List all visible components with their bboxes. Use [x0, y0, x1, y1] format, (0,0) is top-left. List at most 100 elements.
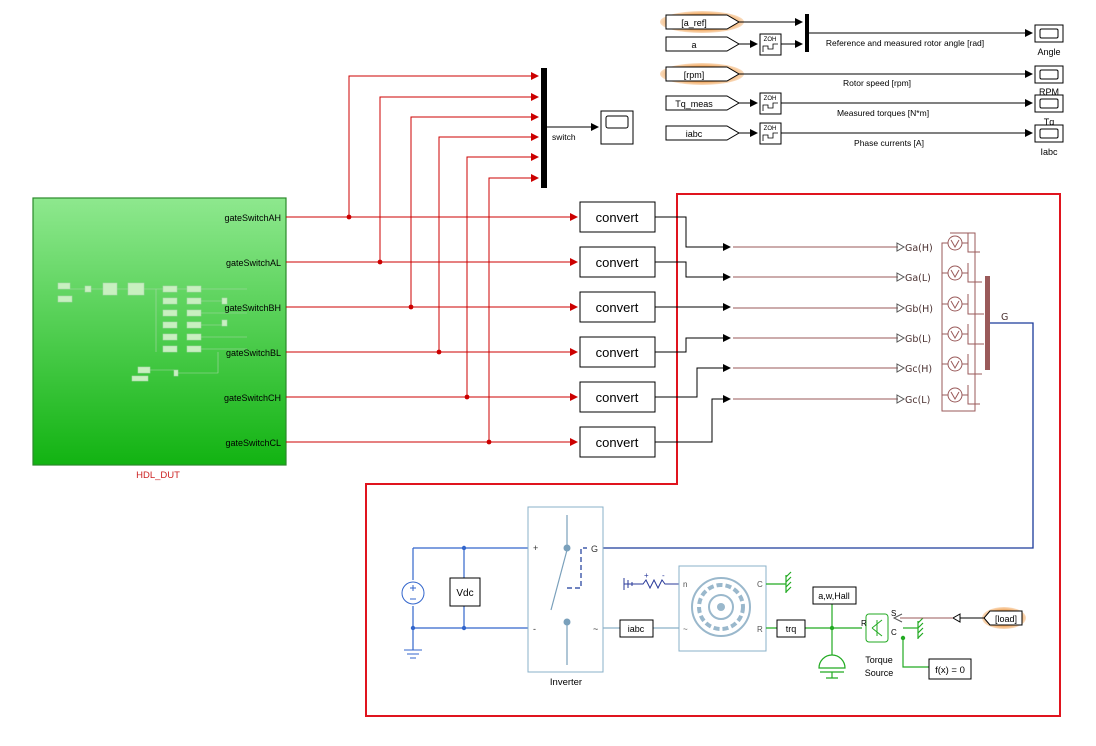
scope-rpm[interactable]: RPM [1034, 65, 1064, 97]
branch-dots [346, 214, 492, 445]
hdl-dut-subsystem[interactable]: gateSwitchAH gateSwitchAL gateSwitchBH g… [32, 197, 287, 466]
gate-voltage-sources[interactable] [941, 232, 984, 412]
gate-dashed-link [567, 547, 587, 589]
svg-text:f(x) = 0: f(x) = 0 [935, 665, 965, 676]
highlighted-plant-region [365, 193, 1061, 717]
zoh-block-current[interactable]: ZOH [759, 122, 782, 145]
ground-icon [404, 649, 422, 659]
convert-output-lines[interactable] [655, 216, 731, 443]
svg-text:iabc: iabc [686, 129, 703, 139]
convert-block-cl: convert [579, 426, 656, 458]
convert-block-ah: convert [579, 201, 656, 233]
port-label-ch: gateSwitchCH [224, 393, 281, 403]
angle-mux-block[interactable] [805, 14, 809, 52]
sensor-goto[interactable]: a,w,Hall [812, 586, 857, 605]
switch-line-label: switch [552, 132, 576, 142]
bus-label-g: G [1001, 312, 1008, 323]
svg-text:ZOH: ZOH [764, 37, 777, 43]
convert-label: convert [596, 390, 639, 405]
switch-scope[interactable] [600, 110, 634, 145]
from-tag-iabc[interactable]: iabc [665, 125, 740, 141]
junction-dot [900, 635, 906, 641]
line-label-current: Phase currents [A] [854, 138, 924, 148]
solver-configuration[interactable]: f(x) = 0 [928, 658, 972, 680]
mechanical-ground-icon [785, 571, 924, 639]
switch-mux-block[interactable] [541, 68, 547, 188]
svg-text:S: S [891, 609, 896, 618]
ps-converters[interactable] [733, 246, 898, 400]
port-label-bl: gateSwitchBL [226, 348, 281, 358]
svg-text:Iabc: Iabc [1040, 147, 1058, 157]
signal-panel: [a_ref] a [rpm] Tq_meas iabc ZOH ZOH [660, 11, 1064, 157]
signal-panel-lines[interactable] [739, 18, 1033, 137]
subsystem-preview-icon [57, 282, 247, 382]
torque-source-label-2: Source [865, 668, 894, 678]
svg-text:~: ~ [593, 624, 598, 634]
from-tag-a-ref[interactable]: [a_ref] [665, 14, 740, 30]
svg-text:ZOH: ZOH [764, 96, 777, 102]
svg-text:Tq_meas: Tq_meas [675, 99, 713, 109]
svg-text:trq: trq [786, 624, 797, 634]
gate-bus-connector[interactable] [985, 276, 990, 370]
torque-source-label-1: Torque [865, 655, 893, 665]
gate-label-gb-l: Gb(L) [905, 334, 931, 345]
gate-label-ga-h: Ga(H) [905, 243, 933, 254]
load-ps-converter[interactable] [951, 613, 961, 623]
svg-text:-: - [533, 624, 536, 634]
pmsm-motor-block[interactable]: n ~ C R [678, 565, 767, 652]
torque-source-block[interactable]: R S C [861, 609, 897, 643]
port-label-al: gateSwitchAL [226, 258, 281, 268]
gate-signal-lines[interactable] [286, 72, 578, 446]
gate-bus-line[interactable] [597, 322, 1034, 549]
svg-text:n: n [683, 580, 687, 589]
from-tag-rpm[interactable]: [rpm] [665, 66, 740, 82]
svg-text:[rpm]: [rpm] [684, 70, 705, 80]
iabc-goto[interactable]: iabc [619, 619, 654, 638]
convert-block-al: convert [579, 246, 656, 278]
svg-text:~: ~ [683, 625, 688, 634]
neutral-resistor[interactable] [623, 578, 679, 590]
from-tag-tq-meas[interactable]: Tq_meas [665, 95, 740, 111]
convert-blocks[interactable]: convert convert convert convert convert … [579, 201, 656, 458]
scope-angle[interactable]: Angle [1034, 24, 1064, 57]
motor-icon [691, 577, 751, 637]
load-ps-arrow [892, 613, 903, 623]
svg-text:R: R [757, 625, 763, 634]
junction-dot [461, 545, 467, 551]
svg-text:ZOH: ZOH [764, 126, 777, 132]
svg-text:a: a [691, 40, 696, 50]
trq-goto[interactable]: trq [776, 619, 806, 638]
line-label-torque: Measured torques [N*m] [837, 108, 929, 118]
convert-label: convert [596, 345, 639, 360]
vdc-sensor[interactable]: Vdc [449, 577, 481, 607]
port-label-ah: gateSwitchAH [224, 213, 281, 223]
switch-symbol [563, 618, 571, 626]
load-from-tag[interactable]: [load] [983, 610, 1023, 626]
ps-arrowheads [896, 242, 906, 404]
convert-label: convert [596, 210, 639, 225]
inverter-block[interactable]: + - G ~ [527, 506, 604, 673]
from-tag-a[interactable]: a [665, 36, 740, 52]
svg-text:C: C [891, 628, 897, 637]
convert-block-bh: convert [579, 291, 656, 323]
zoh-block-angle[interactable]: ZOH [759, 33, 782, 56]
zoh-block-torque[interactable]: ZOH [759, 92, 782, 115]
inverter-label: Inverter [550, 677, 582, 688]
junction-dot [829, 625, 835, 631]
scope-torque[interactable]: Tq [1034, 94, 1064, 127]
svg-text:RPM: RPM [1039, 87, 1059, 97]
gate-label-gb-h: Gb(H) [905, 304, 933, 315]
dc-voltage-source[interactable] [401, 581, 425, 605]
svg-text:R: R [861, 619, 867, 628]
scope-current[interactable]: Iabc [1034, 124, 1064, 157]
speed-sensor-icon[interactable] [818, 654, 846, 679]
junction-dot [461, 625, 467, 631]
svg-text:Vdc: Vdc [456, 588, 473, 599]
svg-text:G: G [591, 544, 598, 554]
convert-block-bl: convert [579, 336, 656, 368]
svg-text:+: + [533, 543, 538, 553]
resistor-plus: + [644, 571, 649, 580]
motor-icon [697, 583, 745, 631]
gate-label-gc-h: Gc(H) [905, 364, 932, 375]
